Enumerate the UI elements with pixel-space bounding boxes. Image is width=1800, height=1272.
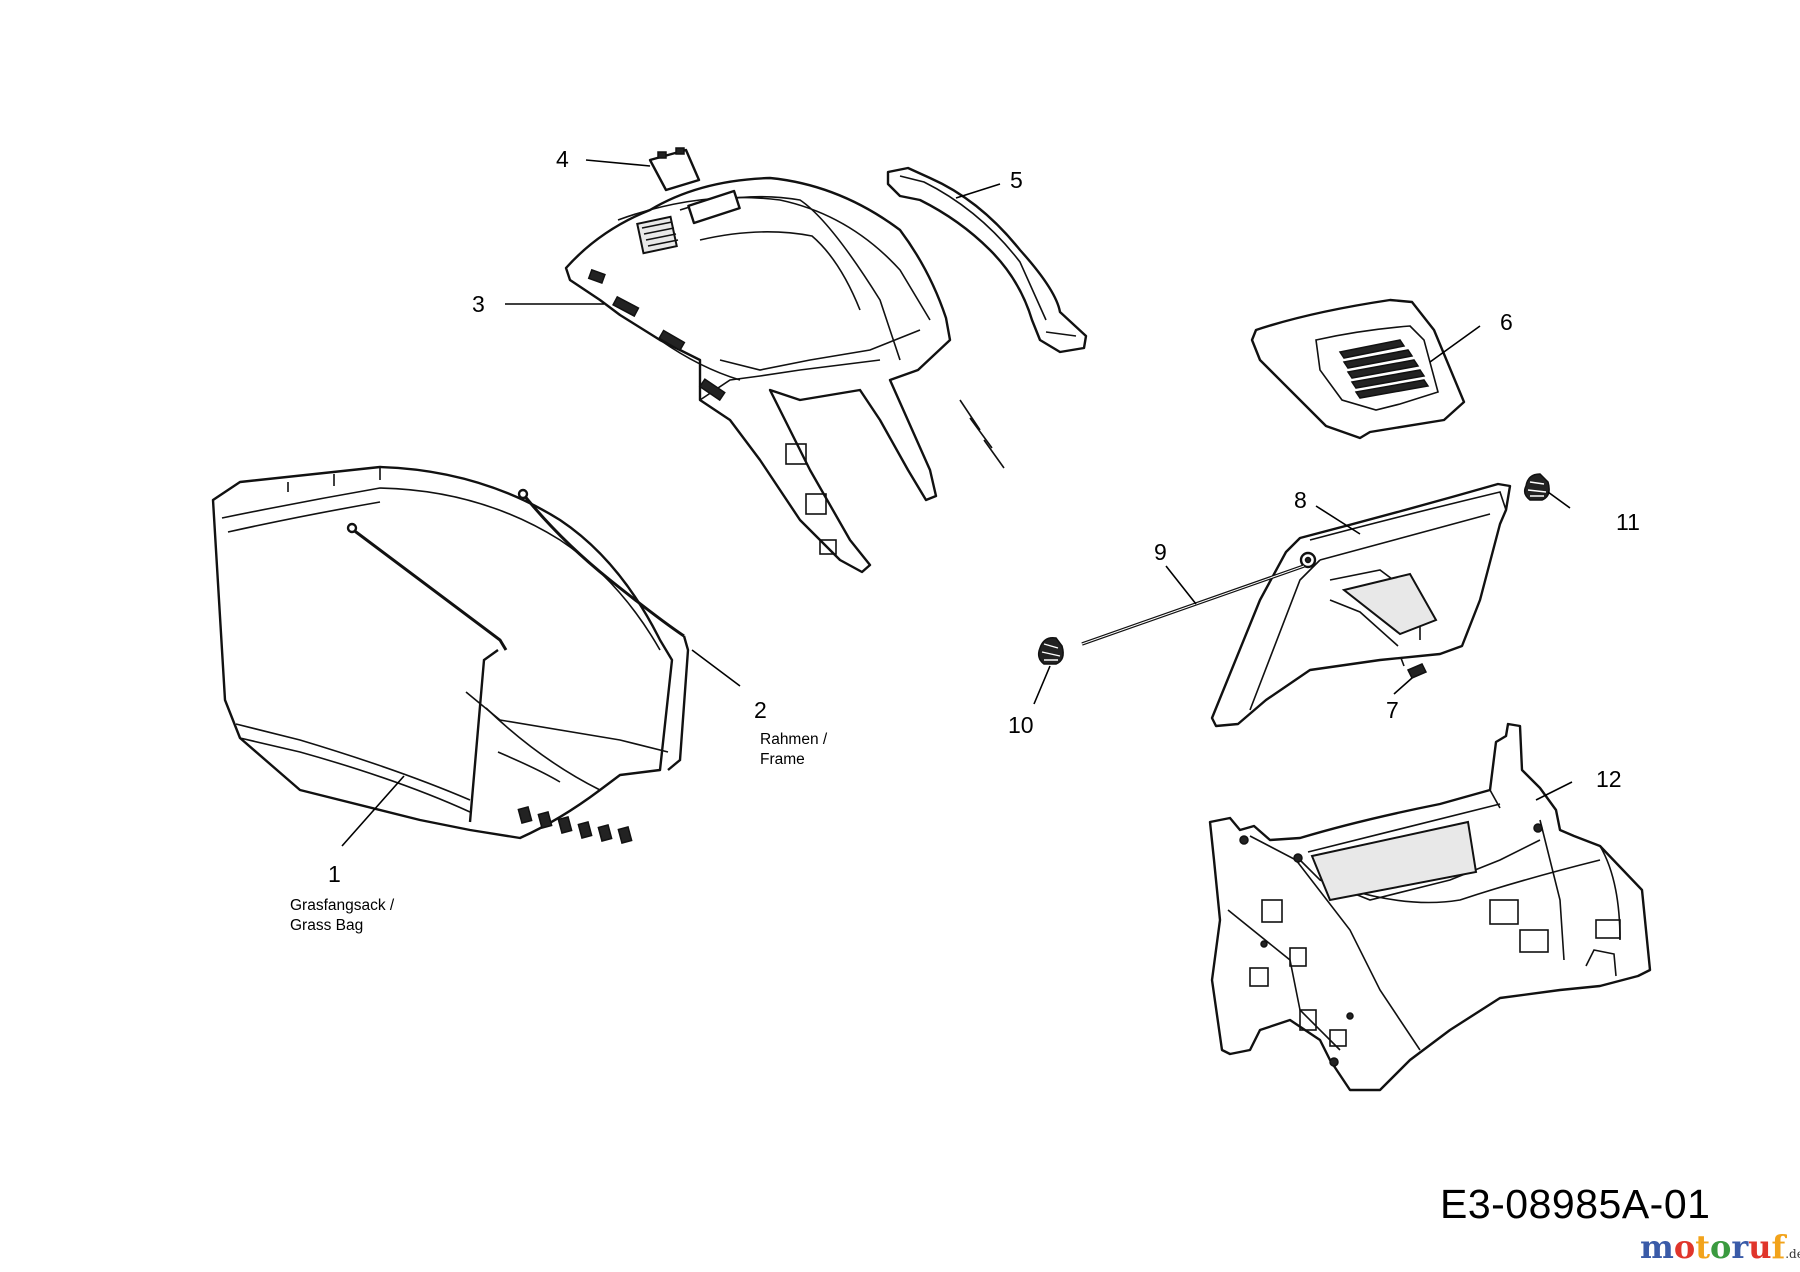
- frame-caption-line1: Rahmen /: [760, 731, 828, 748]
- part-numbers: 4 5 3 6 8 11 9 2 7 10 12 1: [328, 146, 1640, 887]
- grass-bag-caption-line2: Grass Bag: [290, 917, 363, 934]
- rear-flap-part: [1210, 482, 1512, 728]
- small-flap-part: [648, 147, 701, 192]
- rod-part: [1081, 564, 1305, 646]
- part-number-5: 5: [1010, 167, 1023, 193]
- part-number-1: 1: [328, 861, 341, 887]
- handle-part: [886, 166, 1088, 354]
- part-number-3: 3: [472, 291, 485, 317]
- part-captions: Rahmen / Frame Grasfangsack / Grass Bag: [290, 731, 828, 934]
- part-number-4: 4: [556, 146, 569, 172]
- rear-cover-part: [564, 176, 1005, 574]
- part-number-8: 8: [1294, 487, 1307, 513]
- part-number-10: 10: [1008, 712, 1034, 738]
- leader-lines: [341, 159, 1573, 847]
- drawing-code: E3-08985A-01: [1440, 1181, 1710, 1227]
- grass-bag-caption-line1: Grasfangsack /: [290, 897, 395, 914]
- frame-caption-line2: Frame: [760, 751, 805, 768]
- spring-right-part: [1523, 473, 1550, 501]
- part-number-12: 12: [1596, 766, 1622, 792]
- spring-left-part: [1037, 636, 1064, 665]
- part-number-6: 6: [1500, 309, 1513, 335]
- svg-text:motoruf.de: motoruf.de: [1640, 1228, 1800, 1266]
- frame-part: [346, 488, 690, 823]
- grass-bag-part: [211, 465, 674, 844]
- motoruf-watermark-logo: motoruf.de: [1640, 1228, 1800, 1266]
- part-number-7: 7: [1386, 697, 1399, 723]
- chute-housing-part: [1208, 722, 1652, 1092]
- part-number-2: 2: [754, 697, 767, 723]
- part-number-9: 9: [1154, 539, 1167, 565]
- vent-cover-part: [1250, 298, 1466, 440]
- part-number-11: 11: [1616, 509, 1640, 535]
